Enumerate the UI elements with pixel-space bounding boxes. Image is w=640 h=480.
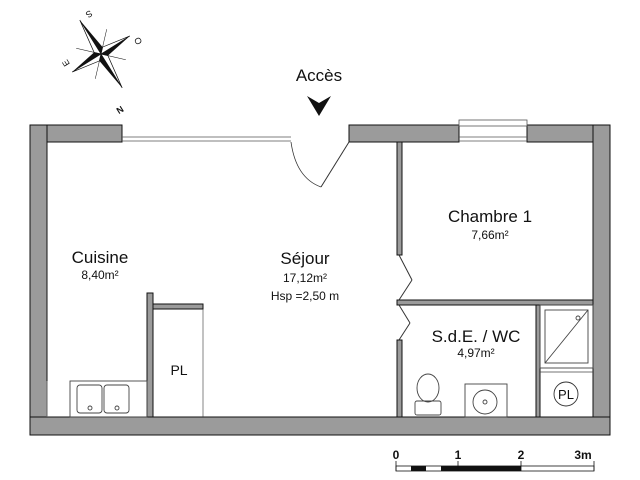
room-name-sde: S.d.E. / WC xyxy=(432,327,521,346)
scale-bar xyxy=(395,461,595,472)
closet-label-1: PL xyxy=(170,362,187,378)
room-area-sejour: 17,12m² xyxy=(283,271,327,285)
toilet xyxy=(414,373,442,416)
entrance-door xyxy=(290,141,350,188)
room-name-sejour: Séjour xyxy=(280,249,329,268)
entrance-label: Accès xyxy=(296,66,342,85)
room-name-cuisine: Cuisine xyxy=(72,248,129,267)
compass-north: N xyxy=(115,104,126,116)
compass-south: S xyxy=(84,8,94,20)
compass-west: O xyxy=(132,35,144,46)
room-height-sejour: Hsp =2,50 m xyxy=(271,289,339,303)
entrance-arrow-icon xyxy=(307,96,331,116)
kitchen-sink xyxy=(69,380,148,418)
scale-tick-0: 0 xyxy=(393,448,400,462)
interior-walls xyxy=(146,141,594,418)
closet-label-2: PL xyxy=(558,387,574,402)
windows xyxy=(46,119,528,417)
closet-circle xyxy=(553,381,579,407)
compass-rose-icon xyxy=(71,19,131,89)
interior-doors xyxy=(202,254,413,417)
compass-east: E xyxy=(60,58,72,68)
outer-walls xyxy=(29,124,611,436)
washbasin xyxy=(464,383,508,418)
room-name-chambre: Chambre 1 xyxy=(448,207,532,226)
scale-tick-3: 3m xyxy=(574,448,591,462)
room-area-sde: 4,97m² xyxy=(457,346,494,360)
room-area-cuisine: 8,40m² xyxy=(81,268,118,282)
room-area-chambre: 7,66m² xyxy=(471,228,508,242)
scale-tick-2: 2 xyxy=(518,448,525,462)
scale-tick-1: 1 xyxy=(455,448,462,462)
shower-tray xyxy=(539,304,594,369)
